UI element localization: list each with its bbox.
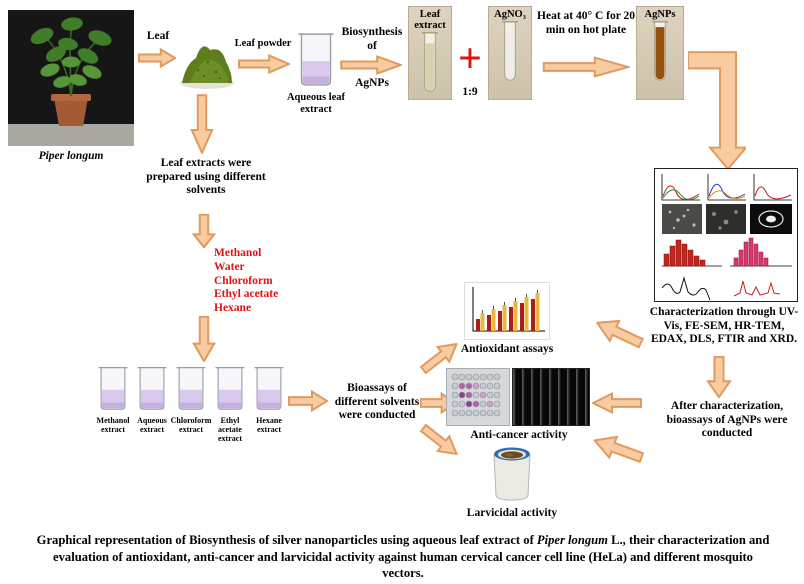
aqueous-extract-beaker-image [294, 30, 338, 88]
arrow-leaf-to-powder [138, 48, 176, 68]
beaker-label-hexane: Hexane extract [256, 416, 282, 435]
arrow-agnps-to-anticancer [592, 392, 642, 414]
after-characterization-label: After characterization, bioassays of AgN… [666, 400, 788, 440]
solvent-item-chloroform: Chloroform [214, 274, 273, 287]
plus-icon: + [458, 36, 482, 82]
arrow-agnps-to-larvicidal [589, 428, 647, 470]
biosynthesis-label-line3: AgNPs [355, 77, 389, 89]
caption-species-italic: Piper longum [536, 533, 608, 547]
ratio-label: 1:9 [462, 86, 478, 98]
larvicidal-container-image [488, 442, 536, 504]
agno3-tube-image: AgNO₃ [488, 6, 532, 100]
arrow-beaker-to-reaction [340, 55, 402, 75]
beaker-label-methanol: Methanol extract [96, 416, 130, 435]
larvicidal-label: Larvicidal activity [466, 507, 558, 519]
leaf-extract-tube-label: Leaf extract [414, 9, 446, 32]
caption-text-pre: Graphical representation of Biosynthesis… [36, 533, 537, 547]
agnps-tube-label: AgNPs [644, 9, 676, 20]
beaker-aqueous: Aqueous extract [133, 362, 171, 434]
bioassays-label: Bioassays of different solvents were con… [334, 382, 420, 422]
solvent-list: Methanol Water Chloroform Ethyl acetate … [214, 247, 304, 316]
arrow-solvents-to-beakers [192, 316, 216, 362]
arrow-heat-to-agnps [542, 56, 630, 78]
antioxidant-chart-image [464, 282, 550, 340]
solvent-prep-label: Leaf extracts were prepared using differ… [146, 157, 266, 197]
solvent-item-water: Water [214, 260, 245, 273]
solvent-item-hexane: Hexane [214, 302, 252, 315]
arrow-prep-to-solvents [192, 214, 216, 248]
beaker-label-chloroform: Chloroform extract [170, 416, 212, 435]
anticancer-label: Anti-cancer activity [470, 429, 568, 441]
solvent-item-ethyl-acetate: Ethyl acetate [214, 288, 279, 301]
leaf-label: Leaf [146, 30, 170, 42]
beaker-label-aqueous: Aqueous extract [137, 416, 167, 435]
anticancer-gel-image [512, 368, 590, 426]
figure-caption: Graphical representation of Biosynthesis… [36, 532, 770, 582]
leaf-extract-tube-image: Leaf extract [408, 6, 452, 100]
arrow-characterization-to-bioassays [706, 356, 732, 398]
caption-text-post: L., their characterization and evaluatio… [53, 533, 770, 581]
agno3-tube-label: AgNO₃ [494, 9, 526, 20]
characterization-panel-image [654, 168, 798, 302]
arrow-agnps-to-antioxidant [591, 311, 647, 356]
plant-name-label: Piper longum [38, 150, 104, 162]
beaker-ethyl-acetate: Ethyl acetate extract [211, 362, 249, 444]
beaker-methanol: Methanol extract [94, 362, 132, 434]
arrow-agnps-to-characterization [688, 46, 746, 170]
plant-photo [8, 10, 134, 146]
antioxidant-label: Antioxidant assays [460, 343, 554, 355]
arrow-beakers-to-bioassays [288, 390, 328, 412]
beaker-label-ethyl-acetate: Ethyl acetate extract [218, 416, 242, 444]
leaf-powder-image [178, 30, 236, 90]
leaf-powder-label: Leaf powder [234, 38, 292, 49]
arrow-powder-to-beaker [238, 54, 290, 74]
characterization-label: Characterization through UV-Vis, FE-SEM,… [649, 306, 799, 346]
arrow-powder-to-prep [190, 94, 214, 154]
solvent-item-methanol: Methanol [214, 247, 262, 259]
heat-condition-label: Heat at 40° C for 20 min on hot plate [537, 10, 635, 36]
aqueous-extract-label: Aqueous leaf extract [286, 92, 346, 116]
agnps-tube-image: AgNPs [636, 6, 684, 100]
beaker-chloroform: Chloroform extract [170, 362, 212, 435]
biosynthesis-label-line1: Biosynthesis [341, 26, 403, 38]
anticancer-microplate-image [446, 368, 510, 426]
beaker-hexane: Hexane extract [250, 362, 288, 434]
biosynthesis-label-line2: of [367, 40, 377, 52]
